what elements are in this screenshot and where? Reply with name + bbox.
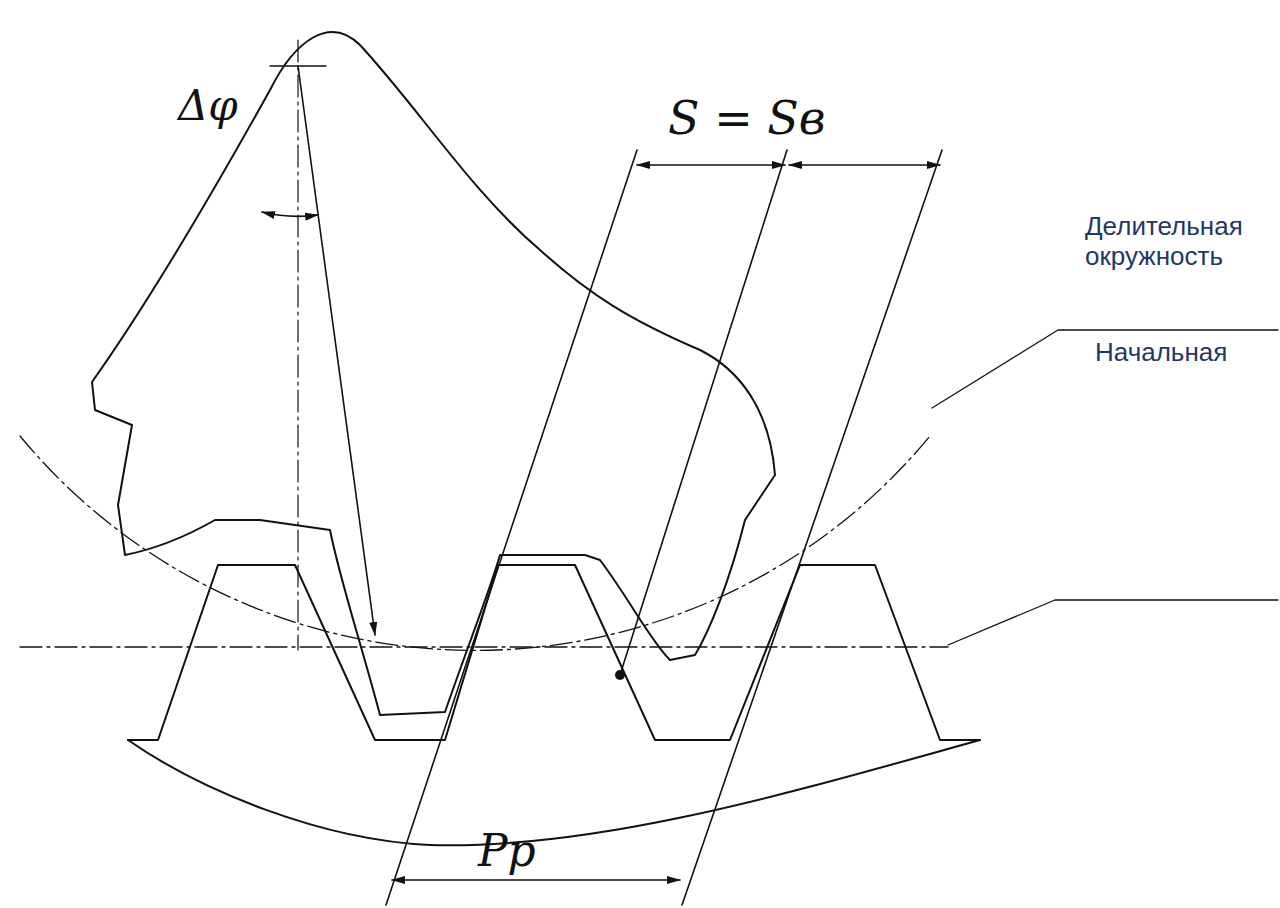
dimension-line bbox=[392, 879, 680, 881]
line-label: Начальная bbox=[1095, 338, 1227, 368]
rack-body-edge bbox=[128, 740, 980, 845]
dimension-label: S = Sв bbox=[668, 92, 826, 145]
leader-line bbox=[932, 330, 1278, 408]
radius-line bbox=[298, 66, 375, 635]
pitch-line bbox=[20, 646, 948, 647]
extension-line bbox=[386, 150, 637, 905]
contact-dot bbox=[615, 670, 625, 680]
dimension-line bbox=[789, 164, 940, 166]
circle-label: Делительная окружность bbox=[1085, 212, 1255, 272]
extension-line bbox=[620, 150, 787, 675]
centre-line bbox=[297, 40, 298, 650]
extension-line bbox=[682, 150, 942, 905]
rack-profile bbox=[128, 565, 980, 740]
dimension-line bbox=[637, 164, 785, 166]
angle-arc bbox=[262, 212, 318, 216]
dimension-label: Pр bbox=[478, 826, 536, 877]
leader-line bbox=[948, 600, 1278, 645]
reference-circle bbox=[20, 436, 930, 650]
angle-label: Δφ bbox=[178, 82, 238, 130]
